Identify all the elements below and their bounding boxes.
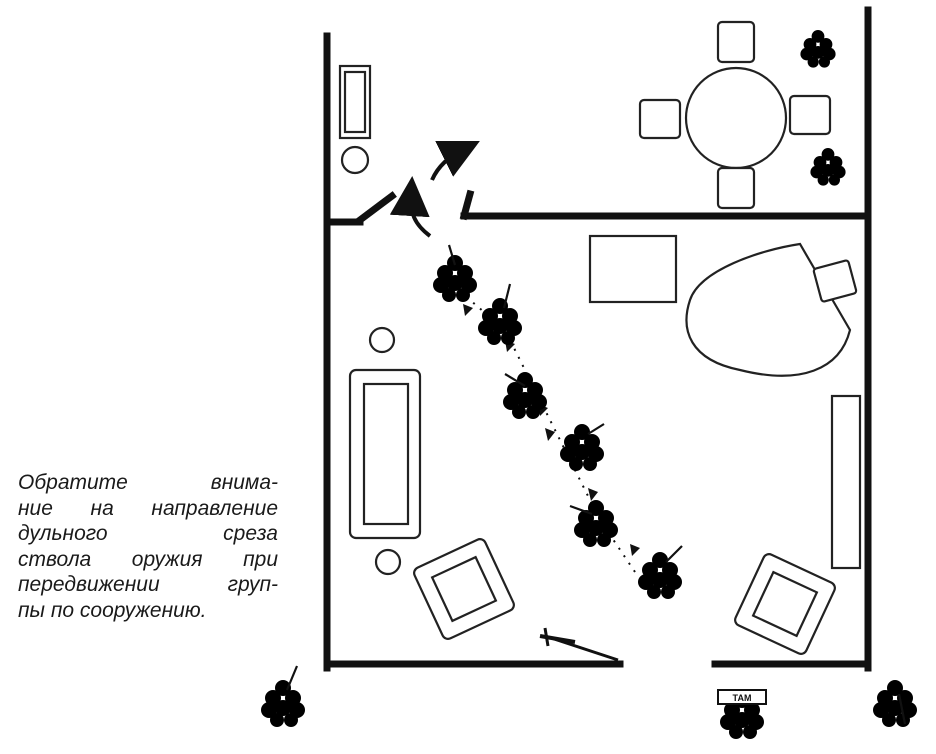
path-arrow-upper-room [430,141,480,181]
caption-line-3: дульного среза [18,522,278,545]
armchair-right-seat [751,570,819,638]
arrow-head-1 [630,544,640,556]
grand-piano [685,242,852,377]
stool-bottom [374,548,402,576]
soldier-upper-2 [810,148,846,186]
chair-top [716,20,756,64]
sofa-seat [362,382,410,526]
soldier-upper-1 [800,30,836,68]
soldier-4 [560,423,605,471]
soldier-group-entering [433,244,683,599]
soldier-3 [503,372,547,419]
caption-line-6: пы по сооружению. [18,598,207,622]
path-arrow-door [389,176,432,238]
caption-text: Обратите внима- ние на направление дульн… [18,470,278,623]
door-sign: ТАМ [717,689,767,705]
square-table [588,234,678,304]
sideboard [830,394,862,570]
upper-stool [340,145,370,175]
arrow-head-6 [463,304,473,316]
upper-cabinet-inner [343,70,367,134]
chair-right [788,94,832,136]
door-sign-label: ТАМ [733,693,752,703]
caption-line-4: ствола оружия при [18,547,278,571]
round-table [684,66,788,170]
armchair-left-seat [430,555,498,623]
lower-room-furniture [348,234,862,655]
piano-bench [812,259,858,303]
caption-line-2: ние на направление [18,496,278,520]
arrow-head-3 [545,428,555,441]
arrow-head-2 [588,488,598,501]
soldier-outside-right [873,680,917,727]
soldier-2 [478,283,522,345]
caption-line-5: передвижении груп- [18,573,278,596]
caption-line-1: Обратите внима- [18,471,278,494]
upper-room-furniture [338,20,832,210]
soldiers-outside [261,30,917,739]
stool-top [368,326,396,354]
inner-wall-door-jamb [459,189,475,221]
chair-left [638,98,682,140]
rifle-marker [539,627,576,647]
building-walls [323,6,872,672]
open-door-leaf [355,191,397,225]
soldier-5 [569,500,618,547]
soldier-outside-left [261,665,305,727]
soldier-1 [433,244,477,302]
soldier-6 [638,545,683,599]
chair-bottom [716,166,756,210]
